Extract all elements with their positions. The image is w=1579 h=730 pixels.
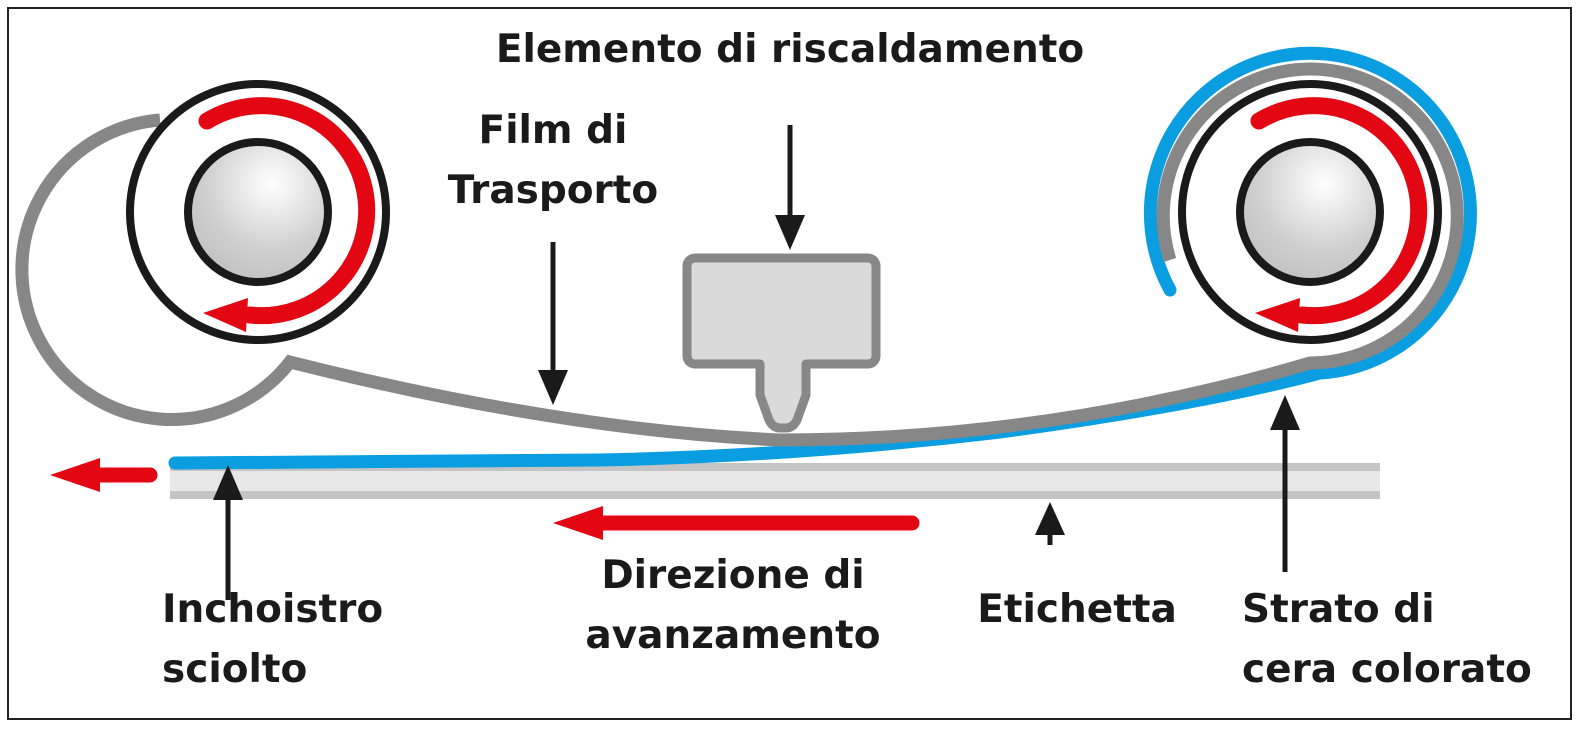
- pointer-arrows: [213, 125, 1300, 600]
- wax-layer-label-1: Strato di: [1242, 587, 1435, 632]
- supply-roll: [126, 80, 390, 344]
- rotation-arrow-icon: [1250, 97, 1428, 325]
- loose-ink-label-2: sciolto: [162, 647, 307, 692]
- label-strip: [170, 463, 1380, 499]
- roll-core: [1236, 138, 1384, 286]
- heating-element-label: Elemento di riscaldamento: [496, 27, 1084, 72]
- feed-direction-label-2: avanzamento: [585, 613, 880, 658]
- feed-direction-label-1: Direzione di: [601, 553, 864, 598]
- take-up-roll: [1178, 80, 1442, 344]
- feed-direction-arrow-icon: [553, 506, 920, 540]
- arrow-up-icon: [213, 465, 243, 600]
- transport-film-label-2: Trasporto: [448, 168, 658, 213]
- exit-arrow-icon: [50, 458, 158, 492]
- arrow-down-icon: [775, 125, 805, 250]
- transport-film-label-1: Film di: [479, 108, 628, 153]
- wax-layer-label-2: cera colorato: [1242, 647, 1532, 692]
- loose-ink-label-1: Inchoistro: [162, 587, 383, 632]
- arrow-down-icon: [538, 242, 568, 405]
- rotation-arrow-icon: [198, 97, 376, 325]
- arrow-up-icon: [1270, 395, 1300, 572]
- arrow-up-icon: [1035, 502, 1065, 545]
- label-label: Etichetta: [977, 587, 1177, 632]
- roll-core: [184, 138, 332, 286]
- transport-film: [15, 62, 1464, 447]
- heating-element: [682, 253, 881, 433]
